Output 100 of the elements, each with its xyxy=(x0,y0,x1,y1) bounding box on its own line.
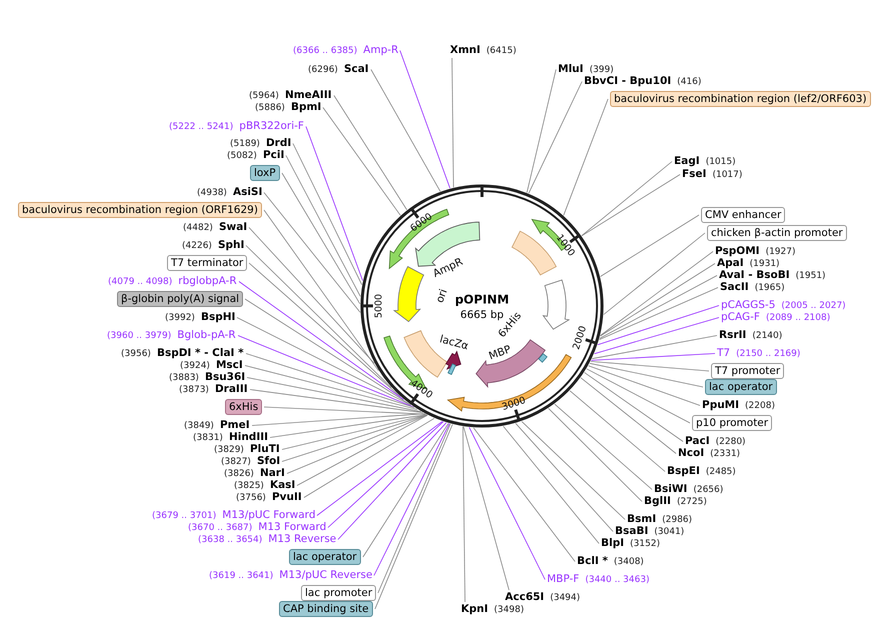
leader-line xyxy=(599,275,718,339)
enzyme-name: KasI xyxy=(270,478,296,490)
enzyme-name: PvuII xyxy=(272,490,302,502)
leader-line xyxy=(592,335,718,360)
cut-position: (3849) xyxy=(184,420,214,432)
cut-position: (3498) xyxy=(494,604,524,616)
leader-line xyxy=(594,317,720,354)
leader-line xyxy=(316,421,443,516)
leader-line xyxy=(590,353,716,361)
enzyme-name: NmeAIII xyxy=(284,88,332,100)
leader-line xyxy=(528,81,582,194)
feature-tag: CMV enhancer xyxy=(701,207,786,223)
enzyme-name: AsiSI xyxy=(232,186,262,198)
enzyme-name: BspHI xyxy=(200,310,236,322)
enzyme-name: PciI xyxy=(262,148,284,160)
primer-name: pBR322ori-F xyxy=(239,120,304,132)
leader-line xyxy=(515,422,614,532)
enzyme-name: BsaBI xyxy=(615,524,648,536)
primer-range: (3679 .. 3701) xyxy=(152,510,216,522)
primer-range: (2089 .. 2108) xyxy=(766,312,830,324)
cut-position: (5082) xyxy=(227,150,257,162)
cut-position: (3831) xyxy=(193,432,223,444)
cut-position: (2280) xyxy=(716,436,746,448)
leader-line xyxy=(581,161,672,236)
leader-line xyxy=(374,423,450,576)
cut-position: (2331) xyxy=(710,448,740,460)
leader-line xyxy=(598,287,718,340)
leader-line xyxy=(238,281,404,400)
primer-name: M13/pUC Reverse xyxy=(279,568,372,580)
enzyme-name: ScaI xyxy=(344,62,369,74)
leader-line xyxy=(370,69,441,192)
enzyme-name: BsiWI xyxy=(654,482,688,494)
leader-line xyxy=(580,377,676,454)
feature-tag: chicken β-actin promoter xyxy=(707,225,847,241)
cut-position: (2656) xyxy=(693,484,724,496)
enzyme-name: RsrII xyxy=(719,328,746,340)
feature-label: MBP xyxy=(487,343,513,362)
leader-line xyxy=(304,418,435,498)
cut-position: (3956) xyxy=(121,348,151,360)
leader-line xyxy=(246,245,392,388)
primer-name: M13 Forward xyxy=(258,520,326,532)
enzyme-name: SacII xyxy=(720,280,749,292)
leader-line xyxy=(282,414,428,462)
enzyme-name: MluI xyxy=(558,62,584,74)
leader-line xyxy=(502,426,600,544)
cut-position: (3494) xyxy=(550,592,580,604)
primer-range: (3638 .. 3654) xyxy=(198,534,262,546)
cut-position: (3883) xyxy=(169,372,199,384)
leader-line xyxy=(236,317,412,406)
cut-position: (6415) xyxy=(486,44,516,56)
leader-line xyxy=(462,426,466,602)
enzyme-name: DrdI xyxy=(266,136,292,148)
enzyme-name: AvaI - BsoBI xyxy=(719,268,790,280)
primer-name: pCAG-F xyxy=(721,310,760,322)
enzyme-name: PmeI xyxy=(220,418,250,430)
feature-tag: lac operator xyxy=(705,379,777,395)
feature-tag: p10 promoter xyxy=(692,415,772,431)
leader-line xyxy=(588,365,700,406)
cut-position: (399) xyxy=(589,64,614,76)
primer-range: (2005 .. 2027) xyxy=(781,300,846,312)
leader-line xyxy=(264,406,426,415)
leader-line xyxy=(334,95,408,210)
enzyme-name: XmnI xyxy=(450,44,480,56)
feature-label: ori xyxy=(434,287,450,304)
feature-tag: β-globin poly(A) signal xyxy=(117,291,244,307)
feature-tag: CAP binding site xyxy=(279,601,373,617)
leader-line xyxy=(246,353,415,408)
leader-line xyxy=(306,126,364,281)
cut-position: (1951) xyxy=(796,270,826,282)
feature-tag: loxP xyxy=(250,165,280,181)
cut-position: (3827) xyxy=(221,456,251,468)
enzyme-name: NarI xyxy=(260,466,285,478)
leader-line xyxy=(473,427,576,562)
enzyme-name: BspEI xyxy=(667,464,700,476)
feature-tag: T7 terminator xyxy=(167,255,248,271)
leader-line xyxy=(603,232,706,315)
leader-line xyxy=(362,422,449,558)
cut-position: (3924) xyxy=(180,360,210,372)
primer-name: M13 Reverse xyxy=(268,532,336,544)
cut-position: (1017) xyxy=(712,168,742,180)
leader-line xyxy=(292,143,362,286)
cut-position: (5964) xyxy=(249,90,279,102)
cut-position: (4938) xyxy=(197,186,227,198)
leader-line xyxy=(338,422,447,540)
enzyme-name: ApaI xyxy=(717,256,744,268)
cut-position: (4482) xyxy=(183,222,213,234)
primer-range: (3619 .. 3641) xyxy=(209,570,274,582)
leader-line xyxy=(597,305,720,346)
tick-label: 5000 xyxy=(374,294,385,318)
enzyme-name: PluTI xyxy=(250,442,280,454)
cut-position: (1931) xyxy=(750,258,780,270)
primer-range: (3670 .. 3687) xyxy=(188,522,252,534)
cut-position: (3873) xyxy=(179,384,209,396)
leader-line xyxy=(264,210,379,372)
cut-position: (1965) xyxy=(754,282,785,294)
leader-line xyxy=(600,263,716,336)
feature-tag: T7 promoter xyxy=(711,363,784,379)
primer-range: (2150 .. 2169) xyxy=(736,348,800,360)
enzyme-name: BspDI * - ClaI * xyxy=(156,346,244,358)
enzyme-name: BlpI xyxy=(601,536,624,548)
